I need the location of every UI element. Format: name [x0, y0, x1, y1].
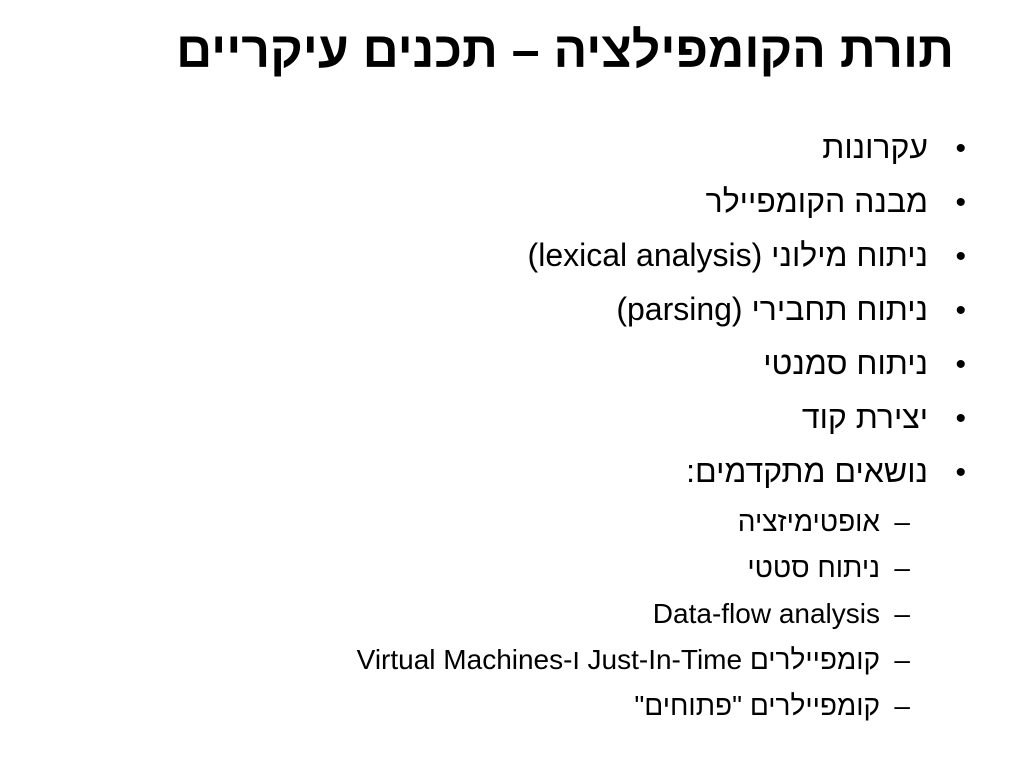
- bullet-icon: •: [955, 348, 966, 381]
- sub-item-text: ניתוח סטטי: [747, 552, 880, 583]
- sub-item-text: קומפיילרים "פתוחים": [634, 690, 880, 721]
- bullet-icon: •: [955, 402, 966, 435]
- dash-bullet-icon: –: [894, 690, 910, 721]
- list-item-advanced-topics: • נושאים מתקדמים:: [40, 448, 966, 502]
- sub-item-text: קומפיילרים Just-In-Time ו-Virtual Machin…: [356, 644, 880, 675]
- list-item-semantic-analysis: • ניתוח סמנטי: [40, 340, 966, 394]
- list-item-text: ניתוח תחבירי (parsing): [616, 291, 928, 327]
- list-item-compiler-structure: • מבנה הקומפיילר: [40, 178, 966, 232]
- list-item-text: מבנה הקומפיילר: [705, 183, 928, 219]
- dash-bullet-icon: –: [894, 506, 910, 537]
- sub-item-text: אופטימיזציה: [737, 506, 880, 537]
- bullet-icon: •: [955, 132, 966, 165]
- dash-bullet-icon: –: [894, 598, 910, 629]
- list-item-text: ניתוח סמנטי: [763, 345, 928, 381]
- list-item-text: יצירת קוד: [801, 399, 928, 435]
- dash-bullet-icon: –: [894, 644, 910, 675]
- sub-item-optimization: – אופטימיזציה: [40, 502, 966, 548]
- bullet-list: • עקרונות • מבנה הקומפיילר • ניתוח מילונ…: [40, 124, 966, 732]
- list-item-principles: • עקרונות: [40, 124, 966, 178]
- bullet-icon: •: [955, 294, 966, 327]
- list-item-lexical-analysis: • ניתוח מילוני (lexical analysis): [40, 232, 966, 286]
- list-item-parsing: • ניתוח תחבירי (parsing): [40, 286, 966, 340]
- bullet-icon: •: [955, 186, 966, 219]
- bullet-icon: •: [955, 240, 966, 273]
- sub-item-data-flow-analysis: – Data-flow analysis: [40, 594, 966, 640]
- sub-item-jit-vm: – קומפיילרים Just-In-Time ו-Virtual Mach…: [40, 640, 966, 686]
- bullet-icon: •: [955, 456, 966, 489]
- slide-title: תורת הקומפילציה – תכנים עיקריים: [176, 22, 954, 78]
- list-item-text: עקרונות: [822, 129, 928, 165]
- sub-item-static-analysis: – ניתוח סטטי: [40, 548, 966, 594]
- dash-bullet-icon: –: [894, 552, 910, 583]
- list-item-code-generation: • יצירת קוד: [40, 394, 966, 448]
- list-item-text: נושאים מתקדמים:: [686, 453, 928, 489]
- sub-item-text: Data-flow analysis: [652, 598, 880, 629]
- list-item-text: ניתוח מילוני (lexical analysis): [527, 237, 928, 273]
- sub-item-open-compilers: – קומפיילרים "פתוחים": [40, 686, 966, 732]
- slide-content: • עקרונות • מבנה הקומפיילר • ניתוח מילונ…: [40, 124, 966, 732]
